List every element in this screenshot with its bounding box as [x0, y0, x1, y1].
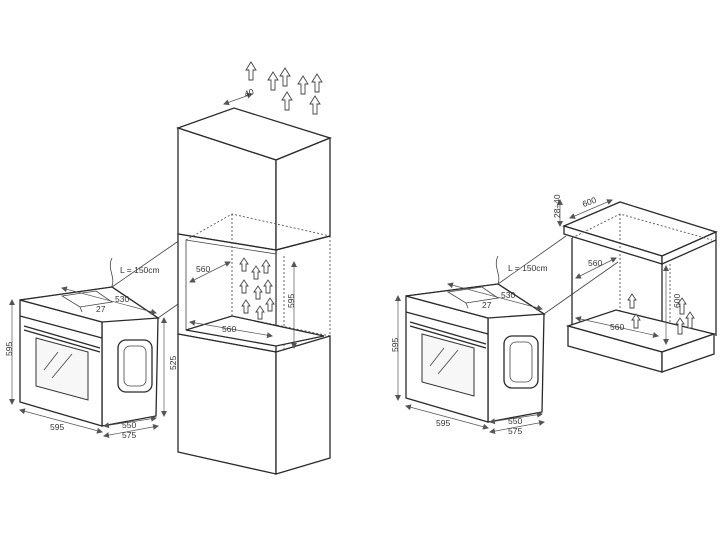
- vent-arrow: [267, 71, 279, 91]
- counter-dim-width-top: 560: [588, 258, 602, 268]
- left-oven-dim-height-left: 595: [4, 342, 14, 356]
- right-oven-handle: [409, 321, 487, 345]
- tall-cabinet-dim-niche-height: 595: [286, 294, 296, 308]
- tall-cabinet-dim-width-top: 560: [196, 264, 210, 274]
- vent-arrow: [311, 73, 323, 93]
- counter-dim-top-depth: 600: [581, 195, 598, 209]
- right-oven-dim-depth-1: 550: [508, 416, 522, 426]
- right-oven-dim-width-front: 595: [436, 418, 450, 428]
- right-oven-dim-height-left: 595: [390, 338, 400, 352]
- vent-arrow: [675, 317, 685, 335]
- vent-arrow: [253, 285, 263, 300]
- vent-arrow: [239, 279, 249, 294]
- vent-arrow: [279, 67, 291, 87]
- vent-arrow: [297, 75, 309, 95]
- vent-arrow: [239, 257, 249, 272]
- vent-arrow: [677, 297, 687, 315]
- vent-arrow: [685, 311, 695, 329]
- left-oven-dim-height-right: 525: [168, 356, 178, 370]
- counter-dim-niche-height: 600: [672, 294, 682, 308]
- vent-arrow: [627, 293, 637, 309]
- left-oven-side-frame: [117, 339, 153, 393]
- vent-arrow: [281, 91, 293, 111]
- vent-arrow: [241, 299, 251, 314]
- counter-vent-arrows: [627, 293, 695, 335]
- right-oven-dim-depth-2: 575: [508, 426, 522, 436]
- counter-cabinet: 600 28÷40 560 560 600: [552, 194, 718, 373]
- vent-arrow: [631, 313, 641, 329]
- right-oven-cable-label: L = 150cm: [508, 263, 548, 273]
- right-oven-dim-width-top: 530: [501, 290, 515, 300]
- vent-arrow: [251, 265, 261, 280]
- vent-arrow: [265, 297, 275, 312]
- tall-cabinet-lower-front: [177, 333, 277, 475]
- right-oven-dim-vent: 27: [482, 300, 492, 310]
- vent-arrow: [255, 305, 265, 320]
- left-oven-dim-vent: 27: [96, 304, 106, 314]
- left-oven-dim-depth-1: 550: [122, 420, 136, 430]
- vent-arrow: [309, 95, 321, 115]
- tall-cabinet-lower-side: [275, 335, 331, 475]
- left-oven-cable-label: L = 150cm: [120, 265, 160, 275]
- vent-arrow: [245, 61, 257, 81]
- left-oven-window: [35, 337, 89, 401]
- counter-dim-gap: 28÷40: [552, 194, 562, 218]
- left-oven: L = 150cm 530 27 595 525 595 550 575: [4, 239, 231, 440]
- left-oven-dim-width-front: 595: [50, 422, 64, 432]
- left-oven-handle: [23, 325, 101, 349]
- left-oven-dim-depth-2: 575: [122, 430, 136, 440]
- tall-cabinet: 40 560 560 595: [175, 86, 332, 475]
- tall-cabinet-dim-top-gap: 40: [243, 86, 256, 99]
- right-oven: L = 150cm 530 27 595 595 550 575: [390, 235, 619, 436]
- tall-cabinet-vent-arrows: [239, 61, 323, 320]
- right-oven-side-frame: [503, 335, 539, 389]
- right-oven-window: [421, 333, 475, 397]
- vent-arrow: [263, 279, 273, 294]
- left-oven-dim-width-top: 530: [115, 294, 129, 304]
- vent-arrow: [261, 259, 271, 274]
- tall-cabinet-dim-width-bottom: 560: [222, 324, 236, 334]
- counter-dim-width-bottom: 560: [610, 322, 624, 332]
